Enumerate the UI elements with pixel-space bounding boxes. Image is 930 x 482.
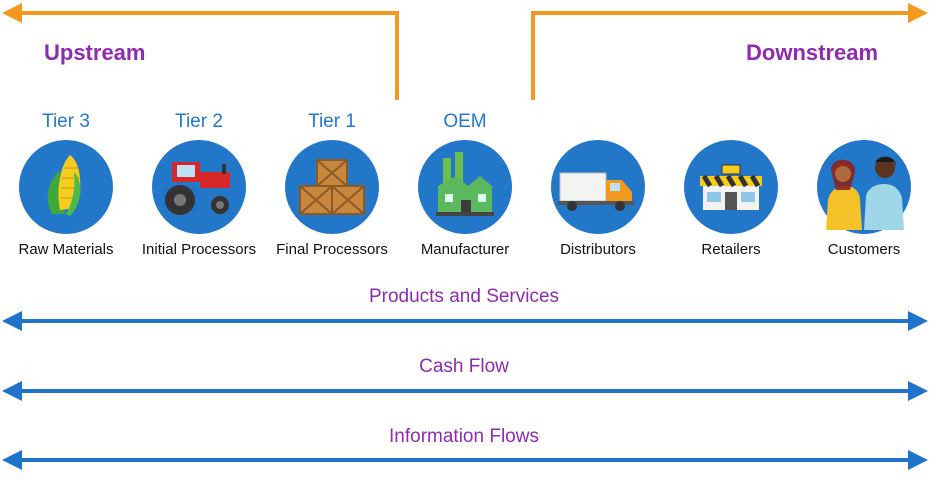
flow-label-cash: Cash Flow [419, 356, 509, 377]
node-circle-distributors [551, 140, 645, 234]
node-label-initial-processors: Initial Processors [141, 241, 257, 258]
node-circle-initial-processors [152, 140, 246, 234]
tier-label-tier-3: Tier 3 [42, 111, 90, 132]
downstream-label: Downstream [746, 40, 879, 65]
node-label-retailers: Retailers [701, 241, 761, 258]
tractor-icon [165, 162, 230, 215]
node-circle-raw-materials [19, 140, 113, 234]
node-circle-manufacturer [418, 140, 512, 234]
node-label-raw-materials: Raw Materials [18, 241, 114, 258]
factory-icon [436, 152, 494, 216]
tier-label-tier-1: Tier 1 [308, 111, 356, 132]
flow-label-information: Information Flows [389, 426, 539, 447]
node-circle-final-processors [285, 140, 379, 234]
downstream-arrow [531, 3, 928, 100]
node-label-final-processors: Final Processors [276, 241, 388, 258]
node-label-manufacturer: Manufacturer [420, 241, 510, 258]
crates-icon [299, 159, 365, 215]
corn-icon [47, 155, 81, 216]
node-circle-retailers [684, 140, 778, 234]
tier-label-oem: OEM [443, 111, 487, 132]
people-icon [826, 156, 904, 230]
upstream-arrow [2, 3, 399, 100]
node-label-customers: Customers [827, 241, 901, 258]
flow-label-products: Products and Services [368, 286, 560, 307]
node-circle-customers [817, 140, 911, 234]
tier-label-tier-2: Tier 2 [175, 111, 223, 132]
store-icon [700, 164, 762, 210]
upstream-label: Upstream [44, 40, 146, 65]
truck-icon [558, 172, 634, 211]
node-label-distributors: Distributors [560, 241, 636, 258]
